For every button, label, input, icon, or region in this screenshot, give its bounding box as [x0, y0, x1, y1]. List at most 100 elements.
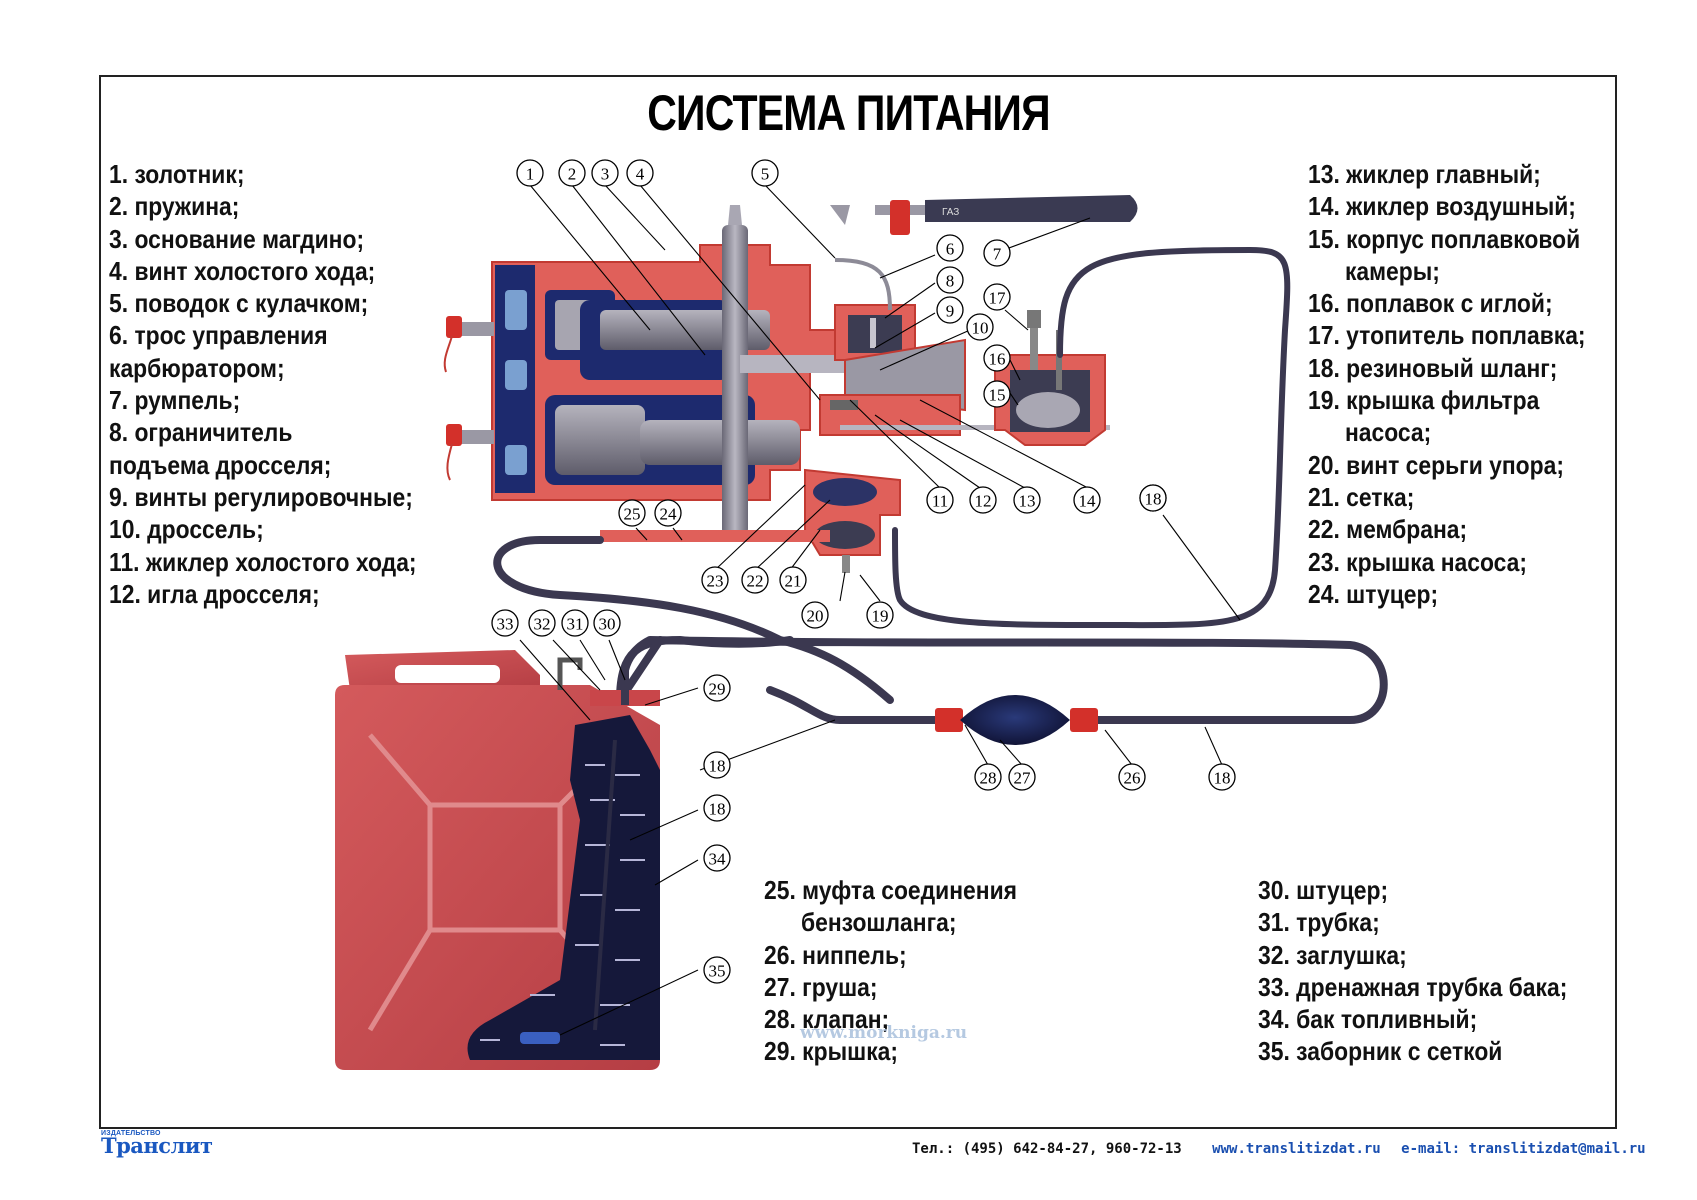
- callout-circle: [516, 159, 544, 187]
- legend-item: 17. утопитель поплавка;: [1308, 320, 1586, 351]
- callout-10: 10: [966, 313, 994, 341]
- callout-number: 27: [1014, 769, 1032, 788]
- legend-item: 31. трубка;: [1258, 907, 1380, 938]
- callout-number: 4: [636, 165, 645, 184]
- callout-number: 17: [989, 289, 1007, 308]
- callout-number: 28: [980, 769, 997, 788]
- callout-number: 1: [526, 165, 535, 184]
- poster-frame: [99, 75, 1617, 1129]
- callout-number: 13: [1019, 492, 1036, 511]
- callout-number: 26: [1124, 769, 1141, 788]
- callout-34: 34: [703, 844, 731, 872]
- callout-number: 29: [709, 680, 726, 699]
- callout-33: 33: [491, 609, 519, 637]
- legend-item: 23. крышка насоса;: [1308, 546, 1528, 577]
- fuel-pump: [600, 468, 901, 573]
- callout-35: 35: [703, 956, 731, 984]
- callout-number: 8: [946, 272, 955, 291]
- legend-item-continuation: подъема дросселя;: [109, 449, 332, 480]
- legend-item-continuation: бензошланга;: [800, 907, 957, 938]
- callout-number: 18: [709, 757, 726, 776]
- legend-item: 9. винты регулировочные;: [109, 481, 413, 512]
- callout-circle: [1139, 484, 1167, 512]
- callout-circle: [1013, 486, 1041, 514]
- callout-25: 25: [618, 499, 646, 527]
- callout-circle: [626, 159, 654, 187]
- callout-number: 5: [761, 165, 770, 184]
- callout-circle: [966, 313, 994, 341]
- callout-31: 31: [561, 609, 589, 637]
- leader-lines: [519, 184, 1241, 1036]
- callout-circle: [618, 499, 646, 527]
- callout-11: 11: [926, 486, 954, 514]
- callout-number: 31: [567, 615, 584, 634]
- legend-item: 10. дроссель;: [109, 514, 264, 545]
- callout-18: 18: [1139, 484, 1167, 512]
- callout-30: 30: [593, 609, 621, 637]
- callout-number: 14: [1079, 492, 1097, 511]
- engine-cross-section: [443, 205, 850, 535]
- legend-item: 11. жиклер холостого хода;: [109, 546, 417, 577]
- callout-number: 6: [946, 240, 955, 259]
- legend-item: 21. сетка;: [1308, 481, 1415, 512]
- callout-circle: [936, 234, 964, 262]
- callout-number: 18: [709, 800, 726, 819]
- callout-circle: [528, 609, 556, 637]
- callout-number: 34: [709, 850, 727, 869]
- callout-circle: [936, 266, 964, 294]
- legend-item: 4. винт холостого хода;: [109, 255, 376, 286]
- callout-circle: [926, 486, 954, 514]
- callout-18: 18: [703, 794, 731, 822]
- callout-circle: [751, 159, 779, 187]
- callout-number: 3: [601, 165, 610, 184]
- legend-item: 28. клапан;: [764, 1004, 890, 1035]
- callout-number: 16: [989, 350, 1006, 369]
- callout-9: 9: [936, 296, 964, 324]
- callout-32: 32: [528, 609, 556, 637]
- legend-item: 32. заглушка;: [1258, 939, 1407, 970]
- callout-circle: [983, 380, 1011, 408]
- callout-circle: [866, 601, 894, 629]
- callout-7: 7: [983, 239, 1011, 267]
- legend-right: 13. жиклер главный;14. жиклер воздушный;…: [1308, 158, 1586, 610]
- callout-circle: [983, 283, 1011, 311]
- tiller: ГАЗ: [830, 195, 1138, 311]
- legend-item: 12. игла дросселя;: [109, 578, 320, 609]
- callout-28: 28: [974, 763, 1002, 791]
- website-link[interactable]: www.translitizdat.ru: [1212, 1141, 1381, 1157]
- legend-item: 6. трос управления: [109, 320, 328, 351]
- email-link[interactable]: e-mail: translitizdat@mail.ru: [1401, 1141, 1646, 1157]
- callout-number: 18: [1214, 769, 1231, 788]
- legend-item: 35. заборник с сеткой: [1258, 1036, 1503, 1067]
- callout-13: 13: [1013, 486, 1041, 514]
- callout-3: 3: [591, 159, 619, 187]
- callout-26: 26: [1118, 763, 1146, 791]
- callout-17: 17: [983, 283, 1011, 311]
- callout-circle: [591, 159, 619, 187]
- callout-circle: [703, 751, 731, 779]
- callout-number: 32: [534, 615, 551, 634]
- legend-bottom-right: 30. штуцер;31. трубка;32. заглушка;33. д…: [1258, 874, 1567, 1068]
- callout-circle: [703, 794, 731, 822]
- callout-circle: [974, 763, 1002, 791]
- callout-22: 22: [741, 566, 769, 594]
- legend-item: 5. поводок с кулачком;: [109, 288, 369, 319]
- callout-circle: [703, 844, 731, 872]
- callout-6: 6: [936, 234, 964, 262]
- legend-item: 26. ниппель;: [764, 939, 907, 970]
- legend-item: 16. поплавок с иглой;: [1308, 288, 1553, 319]
- callout-21: 21: [779, 566, 807, 594]
- callout-12: 12: [969, 486, 997, 514]
- poster-title: СИСТЕМА ПИТАНИЯ: [647, 85, 1050, 141]
- callout-circle: [703, 956, 731, 984]
- tiller-marking: ГАЗ: [942, 207, 959, 218]
- callout-circle: [983, 344, 1011, 372]
- callout-number: 7: [993, 245, 1002, 264]
- legend-item: 15. корпус поплавковой: [1308, 223, 1581, 254]
- legend-item: 1. золотник;: [109, 159, 245, 189]
- primer-bulb: [935, 695, 1135, 745]
- legend-item: 20. винт серьги упора;: [1308, 449, 1564, 480]
- publisher-label: ИЗДАТЕЛЬСТВО: [101, 1130, 161, 1137]
